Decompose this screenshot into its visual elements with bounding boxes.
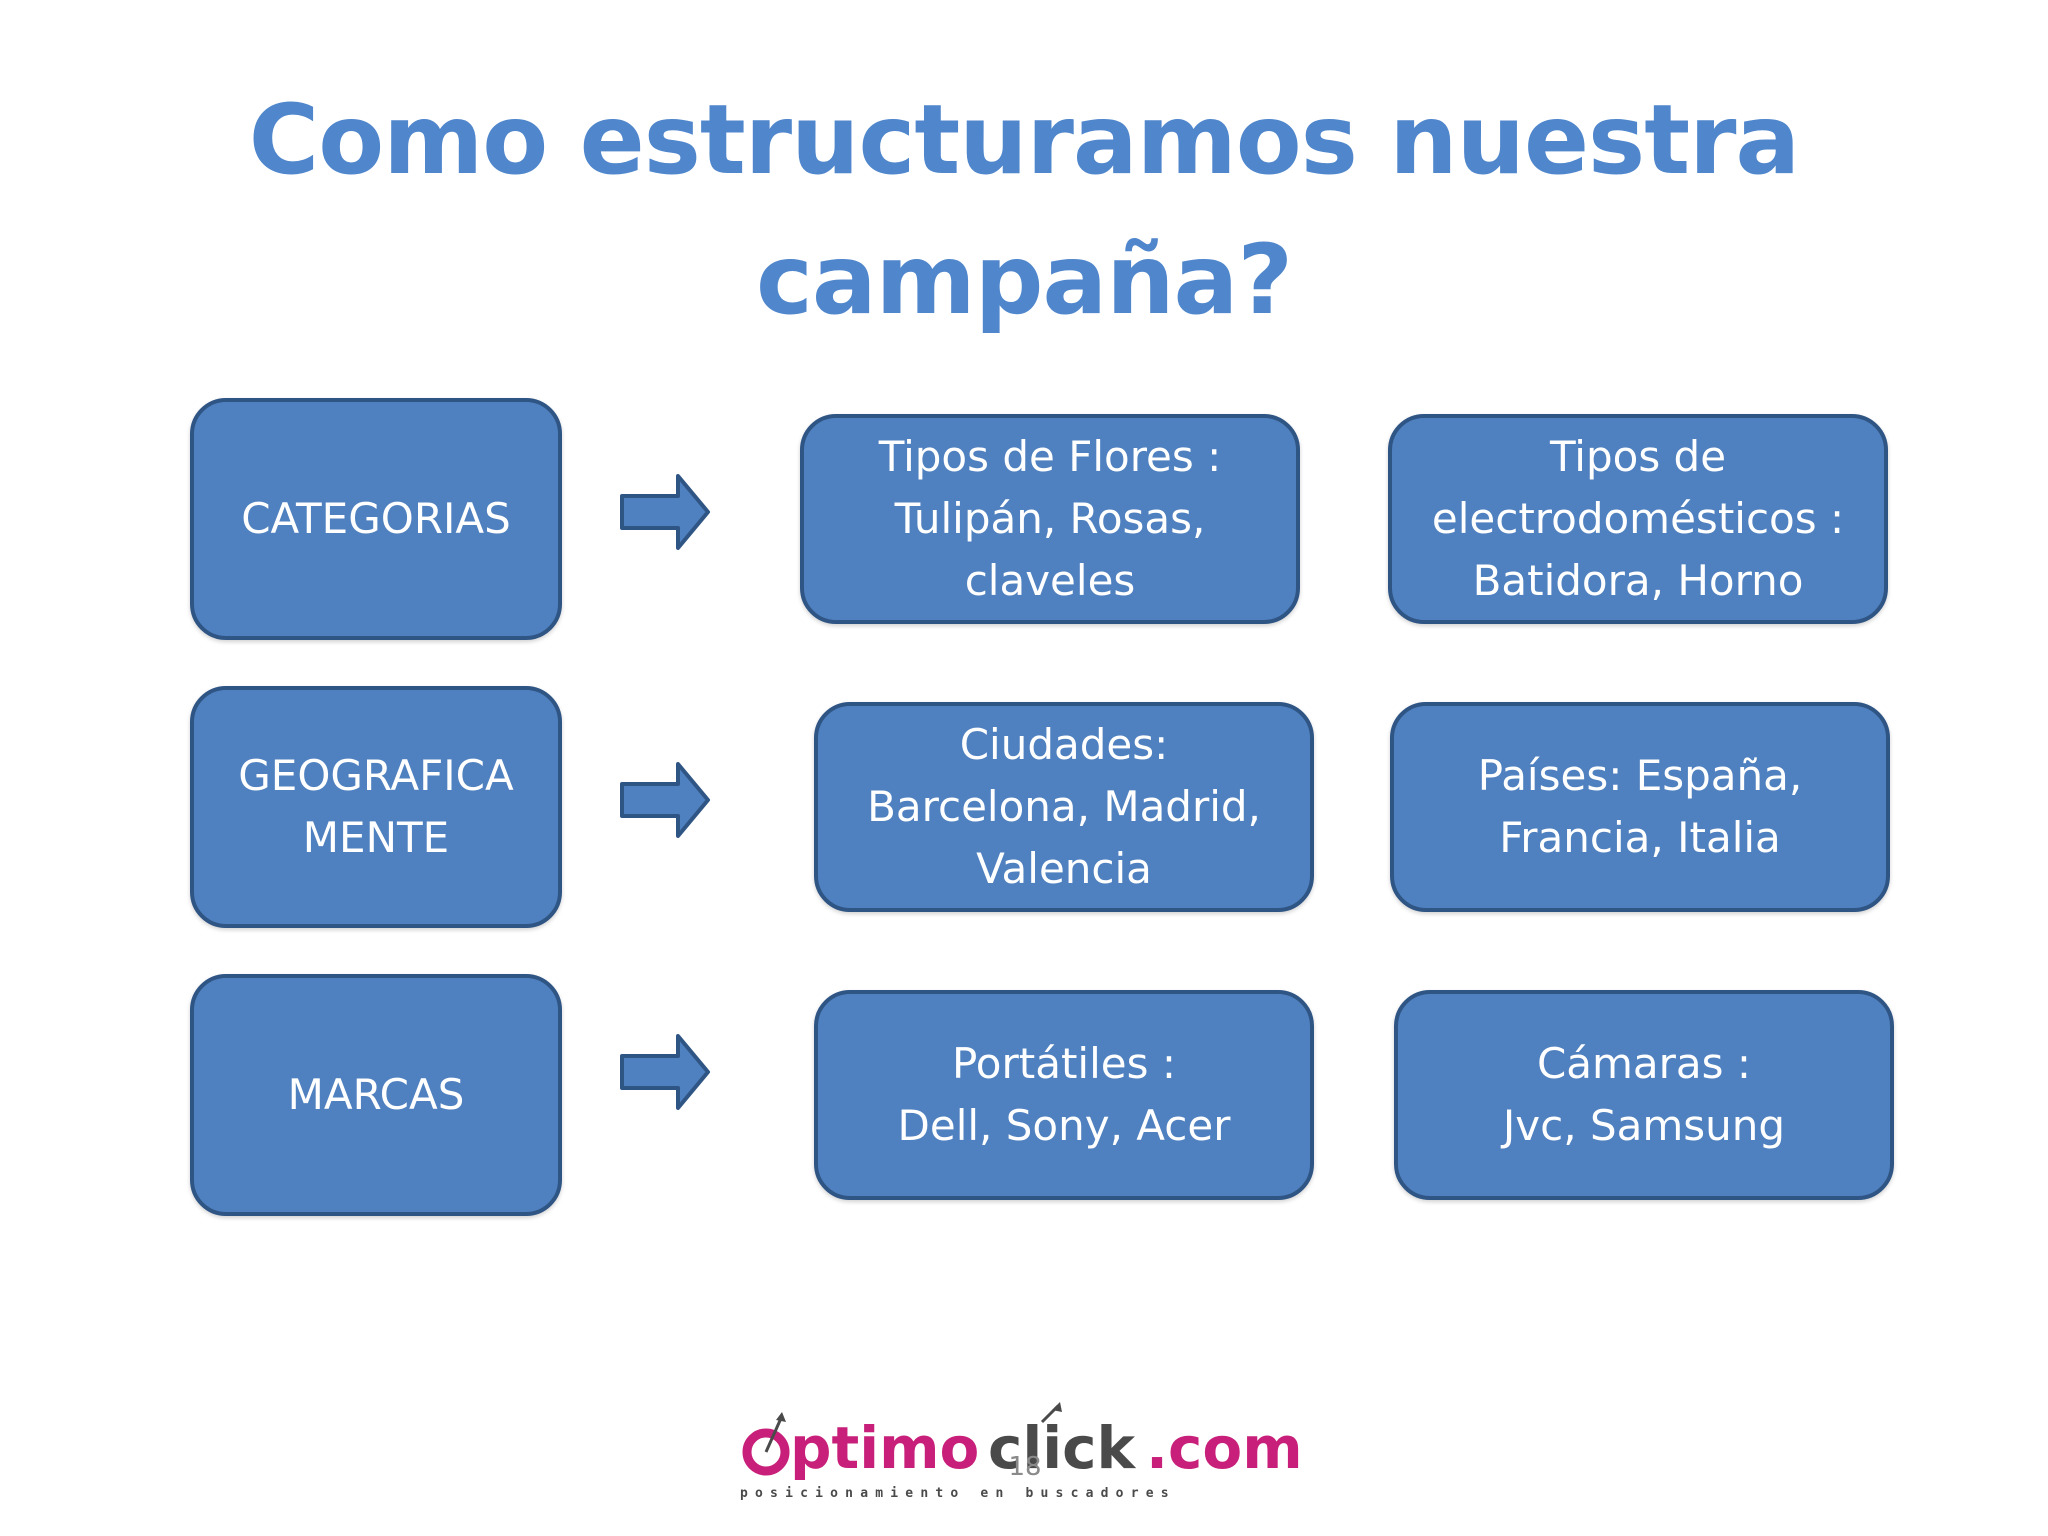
example-box-flores: Tipos de Flores : Tulipán, Rosas, clavel… xyxy=(800,414,1300,624)
example-label: Portátiles : Dell, Sony, Acer xyxy=(897,1039,1231,1150)
example-box-ciudades: Ciudades: Barcelona, Madrid, Valencia xyxy=(814,702,1314,912)
right-arrow-icon xyxy=(620,474,710,550)
example-label: Tipos de electrodomésticos : Batidora, H… xyxy=(1431,432,1845,605)
example-label: Países: España, Francia, Italia xyxy=(1477,751,1803,862)
logo-brand-com: .com xyxy=(1146,1414,1303,1482)
example-box-electrodomesticos: Tipos de electrodomésticos : Batidora, H… xyxy=(1388,414,1888,624)
slide-title: Como estructuramos nuestra campaña? xyxy=(248,84,1800,336)
category-box-geograficamente: GEOGRAFICA MENTE xyxy=(190,686,562,928)
logo-tagline: posicionamiento en buscadores xyxy=(740,1486,1176,1501)
target-icon xyxy=(742,1412,790,1476)
page-number: 18 xyxy=(1008,1452,1042,1482)
category-box-categorias: CATEGORIAS xyxy=(190,398,562,640)
logo-brand-click: click xyxy=(988,1414,1137,1482)
category-label: GEOGRAFICA MENTE xyxy=(238,751,514,862)
example-label: Tipos de Flores : Tulipán, Rosas, clavel… xyxy=(878,432,1222,605)
optimoclick-logo: ptimo click .com posicionamiento en busc… xyxy=(740,1402,1303,1501)
category-box-marcas: MARCAS xyxy=(190,974,562,1216)
example-box-paises: Países: España, Francia, Italia xyxy=(1390,702,1890,912)
example-label: Cámaras : Jvc, Samsung xyxy=(1502,1039,1786,1150)
example-label: Ciudades: Barcelona, Madrid, Valencia xyxy=(867,720,1261,893)
category-label: CATEGORIAS xyxy=(241,494,511,543)
example-box-portatiles: Portátiles : Dell, Sony, Acer xyxy=(814,990,1314,1200)
right-arrow-icon xyxy=(620,1034,710,1110)
example-box-camaras: Cámaras : Jvc, Samsung xyxy=(1394,990,1894,1200)
category-label: MARCAS xyxy=(287,1070,465,1119)
right-arrow-icon xyxy=(620,762,710,838)
arrow-icon xyxy=(1040,1402,1062,1424)
logo-brand-optimo: ptimo xyxy=(790,1414,979,1482)
